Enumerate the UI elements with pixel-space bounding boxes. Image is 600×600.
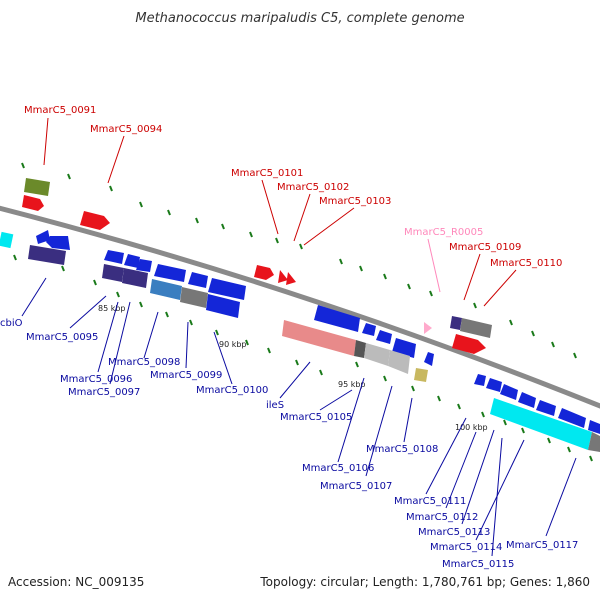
label-MmarC5_0097[interactable]: MmarC5_0097 (68, 387, 140, 398)
label-MmarC5_0115[interactable]: MmarC5_0115 (442, 559, 514, 570)
upper-labels: MmarC5_0091 MmarC5_0094 MmarC5_0101 Mmar… (24, 105, 562, 269)
label-MmarC5_0109[interactable]: MmarC5_0109 (449, 242, 521, 253)
label-MmarC5_0098[interactable]: MmarC5_0098 (108, 357, 180, 368)
label-MmarC5_0091[interactable]: MmarC5_0091 (24, 105, 96, 116)
label-MmarC5_0108[interactable]: MmarC5_0108 (366, 444, 438, 455)
gene-MmarC5_0095-b[interactable] (124, 254, 140, 268)
gene-MmarC5_0096[interactable] (102, 264, 124, 282)
gene-MmarC5_0094[interactable] (80, 211, 110, 230)
label-MmarC5_0113[interactable]: MmarC5_0113 (418, 527, 490, 538)
gene-MmarC5_0111-c[interactable] (500, 384, 518, 400)
label-MmarC5_0114[interactable]: MmarC5_0114 (430, 542, 502, 553)
gene-MmarC5_0107[interactable] (388, 350, 410, 374)
gene-cbiO-cyan[interactable] (0, 231, 14, 249)
gene-MmarC5_0098[interactable] (150, 279, 182, 300)
label-MmarC5_0107[interactable]: MmarC5_0107 (320, 481, 392, 492)
upper-leaders (43, 117, 517, 307)
gene-MmarC5_0109-a[interactable] (450, 316, 462, 330)
gene-cbiO-a[interactable] (36, 230, 50, 244)
gene-MmarC5_0103[interactable] (286, 272, 296, 285)
gene-MmarC5_0117-b[interactable] (588, 420, 600, 434)
lower-leaders (21, 277, 577, 557)
accession-text: Accession: NC_009135 (8, 575, 144, 589)
label-MmarC5_0102[interactable]: MmarC5_0102 (277, 182, 349, 193)
label-MmarC5_0110[interactable]: MmarC5_0110 (490, 258, 562, 269)
label-MmarC5_0101[interactable]: MmarC5_0101 (231, 168, 303, 179)
gene-MmarC5_0108[interactable] (414, 368, 428, 382)
gene-MmarC5_0104-e[interactable] (424, 352, 434, 366)
tick-marks (13, 162, 593, 462)
gene-MmarC5_0117-grey[interactable] (588, 432, 600, 452)
gene-MmarC5_0101[interactable] (254, 265, 274, 280)
gene-MmarC5_0111-a[interactable] (474, 374, 486, 386)
tick-label-95: 95 kbp (338, 380, 366, 389)
gene-MmarC5_0110[interactable] (460, 318, 492, 338)
label-MmarC5_0096[interactable]: MmarC5_0096 (60, 374, 132, 385)
gene-cbiO-b[interactable] (46, 236, 70, 250)
reverse-features (0, 230, 600, 452)
label-MmarC5_0112[interactable]: MmarC5_0112 (406, 512, 478, 523)
gene-MmarC5_0104-c[interactable] (376, 330, 392, 344)
tick-label-90: 90 kbp (219, 340, 247, 349)
label-MmarC5_0117[interactable]: MmarC5_0117 (506, 540, 578, 551)
gene-ileS[interactable] (282, 320, 356, 356)
gene-MmarC5_0095-a[interactable] (104, 250, 124, 264)
label-ileS[interactable]: ileS (266, 400, 284, 411)
gene-MmarC5_0111-e[interactable] (536, 400, 556, 416)
label-MmarC5_0095[interactable]: MmarC5_0095 (26, 332, 98, 343)
label-MmarC5_R0005[interactable]: MmarC5_R0005 (404, 227, 483, 238)
tick-label-100: 100 kbp (455, 423, 488, 432)
gene-MmarC5_0098-a[interactable] (154, 264, 186, 282)
label-MmarC5_0103[interactable]: MmarC5_0103 (319, 196, 391, 207)
tick-label-85: 85 kbp (98, 304, 126, 313)
gene-MmarC5_0111-d[interactable] (518, 392, 536, 408)
forward-features (22, 178, 492, 354)
gene-MmarC5_0100[interactable] (206, 294, 240, 318)
lower-labels: cbiO MmarC5_0095 MmarC5_0096 MmarC5_0097… (0, 318, 578, 570)
gene-MmarC5_0097[interactable] (122, 268, 148, 288)
genome-backbone (0, 205, 600, 409)
gene-MmarC5_0093[interactable] (22, 195, 44, 211)
label-cbiO[interactable]: cbiO (0, 318, 23, 329)
gene-MmarC5_0104-a[interactable] (314, 305, 360, 332)
label-MmarC5_0106[interactable]: MmarC5_0106 (302, 463, 374, 474)
gene-MmarC5_0102[interactable] (278, 270, 288, 283)
gene-MmarC5_0091[interactable] (24, 178, 50, 196)
label-MmarC5_0111[interactable]: MmarC5_0111 (394, 496, 466, 507)
map-title: Methanococcus maripaludis C5, complete g… (135, 11, 464, 26)
gene-MmarC5_0106-dark[interactable] (354, 340, 366, 358)
gene-MmarC5_0109[interactable] (452, 334, 486, 354)
gene-MmarC5_0099[interactable] (180, 287, 208, 308)
leader-R0005 (427, 238, 441, 293)
gene-MmarC5_0098-b[interactable] (188, 272, 208, 288)
label-MmarC5_0099[interactable]: MmarC5_0099 (150, 370, 222, 381)
topology-text: Topology: circular; Length: 1,780,761 bp… (259, 575, 590, 589)
gene-MmarC5_0095-c[interactable] (136, 259, 152, 272)
gene-MmarC5_0098-c[interactable] (208, 278, 246, 300)
label-MmarC5_0100[interactable]: MmarC5_0100 (196, 385, 268, 396)
gene-MmarC5_0111-b[interactable] (486, 378, 502, 392)
gene-MmarC5_0104-b[interactable] (362, 323, 376, 336)
label-MmarC5_0105[interactable]: MmarC5_0105 (280, 412, 352, 423)
gene-MmarC5_0106[interactable] (364, 343, 390, 366)
gene-MmarC5_0112[interactable] (490, 398, 592, 450)
gene-MmarC5_0117-a[interactable] (558, 408, 586, 428)
gene-cbiO-c[interactable] (28, 245, 66, 265)
gene-MmarC5_R0005[interactable] (424, 322, 432, 334)
label-MmarC5_0094[interactable]: MmarC5_0094 (90, 124, 162, 135)
